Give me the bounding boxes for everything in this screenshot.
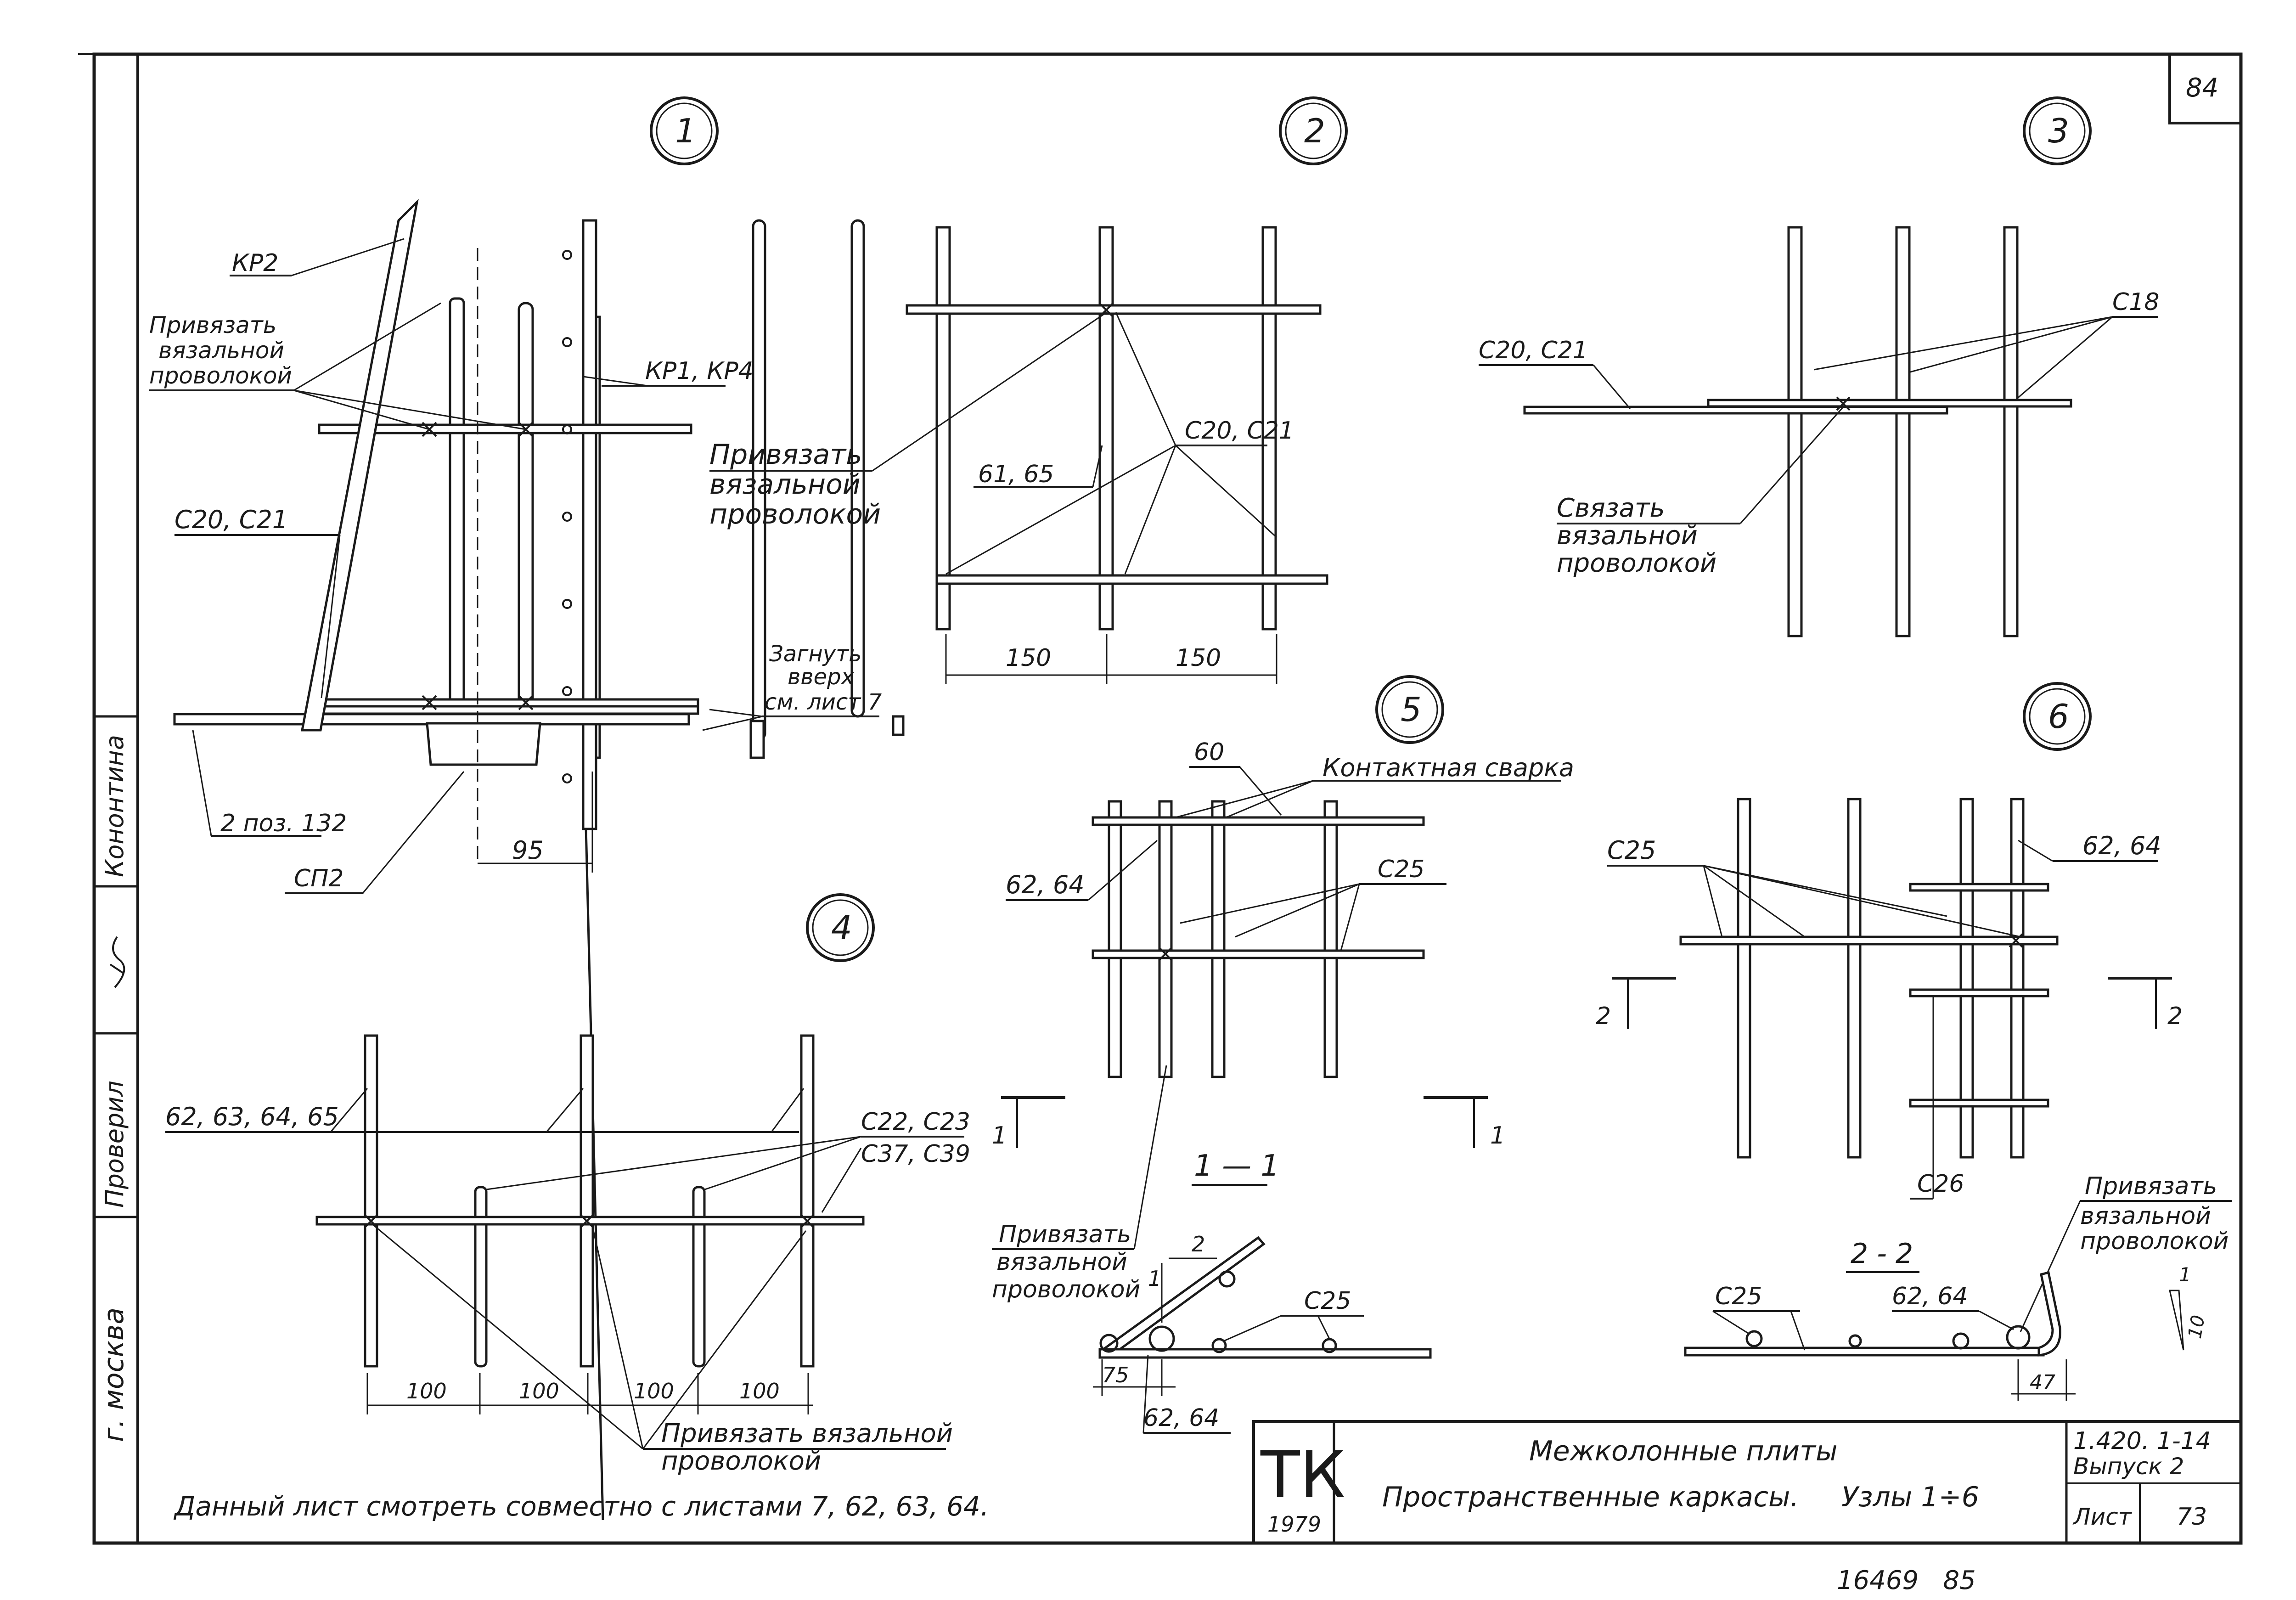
node-4-b: 62, 63, 64, 65 bbox=[165, 1102, 339, 1131]
node-6: 6 С25 62, 64 2 2 С26 2 - 2 Привязать вяз… bbox=[1596, 682, 2232, 1401]
node-3-tie-2: вязальной bbox=[1557, 521, 1698, 551]
node-1-tie-2: вязальной bbox=[158, 337, 284, 364]
node-1-id: 1 bbox=[675, 112, 696, 150]
node-4-dim-3: 100 bbox=[634, 1379, 674, 1403]
node-6-tie-1: Привязать bbox=[2085, 1172, 2217, 1200]
node-4: 4 62, 63, 64, 65 С22, С23 С37, С39 100 1… bbox=[165, 893, 970, 1476]
node-5-dim2: 2 bbox=[1192, 1232, 1205, 1256]
node-6-cut-right: 2 bbox=[2167, 1003, 2183, 1030]
node-5-b: 62, 64 bbox=[1006, 870, 1085, 899]
node-6-cut-left: 2 bbox=[1596, 1003, 1611, 1030]
node-5-cut-left: 1 bbox=[992, 1122, 1007, 1149]
node-4-id: 4 bbox=[831, 908, 852, 947]
title-line2: Пространственные каркасы. bbox=[1382, 1481, 1799, 1513]
stamp-city: г. москва bbox=[98, 1307, 130, 1442]
node-6-c25: С25 bbox=[1607, 836, 1656, 865]
node-6-id: 6 bbox=[2048, 697, 2069, 736]
corner-sheet-number: 84 bbox=[2168, 53, 2242, 124]
node-4-c2: С37, С39 bbox=[861, 1140, 970, 1168]
title-sheet-no: 73 bbox=[2177, 1503, 2207, 1531]
node-5-n60: 60 bbox=[1194, 738, 1224, 766]
title-block: ТК 1979 Межколонные плиты Пространственн… bbox=[1252, 1420, 2242, 1544]
node-1-kp: КР1, КР4 bbox=[645, 357, 754, 385]
node-5-tie-1: Привязать bbox=[999, 1221, 1131, 1248]
node-2-tie-3: проволокой bbox=[709, 498, 881, 530]
node-5-cut-right: 1 bbox=[1490, 1122, 1505, 1149]
title-series: 1.420. 1-14 bbox=[2073, 1427, 2211, 1455]
title-nodes: Узлы 1÷6 bbox=[1841, 1481, 1979, 1513]
node-5-weld: Контактная сварка bbox=[1322, 753, 1574, 782]
node-4-tie-2: проволокой bbox=[661, 1446, 821, 1476]
node-1-tie-3: проволокой bbox=[149, 362, 292, 389]
node-3-c: С20, С21 bbox=[1479, 337, 1588, 364]
node-1-pos: 2 поз. 132 bbox=[220, 810, 347, 837]
stamp-checked: Проверил bbox=[100, 1081, 129, 1208]
node-6-c26: С26 bbox=[1917, 1170, 1964, 1198]
handwritten-mark: 16469 85 bbox=[1837, 1566, 1976, 1595]
node-2-tie-2: вязальной bbox=[709, 468, 861, 501]
node-1-dim: 95 bbox=[512, 836, 544, 865]
node-4-dim-2: 100 bbox=[519, 1379, 559, 1403]
node-4-c1: С22, С23 bbox=[861, 1108, 970, 1136]
node-6-b: 62, 64 bbox=[2082, 831, 2161, 860]
node-1-sp: СП2 bbox=[294, 865, 344, 892]
node-4-tie-1: Привязать вязальной bbox=[661, 1419, 953, 1448]
node-1-bend-2: вверх bbox=[788, 664, 855, 690]
node-5-tie-3: проволокой bbox=[992, 1276, 1140, 1303]
node-1-studs bbox=[562, 250, 572, 783]
node-5: 5 60 Контактная сварка 62, 64 С25 1 1 1 … bbox=[992, 675, 1574, 1434]
node-1: 1 95 КР2 Привяза bbox=[149, 96, 905, 1521]
node-6-c25-sec: С25 bbox=[1715, 1283, 1762, 1310]
node-5-b2: 62, 64 bbox=[1143, 1404, 1219, 1432]
outer-frame bbox=[92, 52, 2243, 1545]
node-2-id: 2 bbox=[1304, 112, 1325, 150]
node-2: 2 Привязать вязальной проволокой 61, 65 … bbox=[709, 96, 1348, 684]
node-5-id: 5 bbox=[1401, 690, 1422, 729]
node-5-tie-2: вязальной bbox=[996, 1248, 1127, 1276]
node-6-tie-3: проволокой bbox=[2080, 1228, 2228, 1255]
node-1-kp2: КР2 bbox=[232, 249, 278, 277]
node-5-c25: С25 bbox=[1378, 856, 1424, 883]
node-3-tie-3: проволокой bbox=[1557, 548, 1716, 578]
node-2-dim2: 150 bbox=[1176, 644, 1221, 672]
node-1-bend-3: см. лист 7 bbox=[765, 689, 882, 715]
node-6-slope1: 1 bbox=[2179, 1263, 2191, 1286]
node-4-dim-1: 100 bbox=[406, 1379, 447, 1403]
node-6-dim47: 47 bbox=[2030, 1371, 2055, 1394]
node-2-tie-1: Привязать bbox=[709, 439, 862, 471]
bottom-note: Данный лист смотреть совместно с листами… bbox=[173, 1491, 989, 1522]
title-year: 1979 bbox=[1267, 1512, 1321, 1537]
node-2-b: 61, 65 bbox=[978, 461, 1054, 488]
node-3-c18: С18 bbox=[2112, 288, 2159, 316]
node-5-section: 1 — 1 bbox=[1194, 1149, 1279, 1183]
node-2-c: С20, С21 bbox=[1185, 417, 1294, 445]
tk-logo: ТК bbox=[1260, 1438, 1345, 1513]
node-6-slope10: 10 bbox=[2184, 1313, 2209, 1340]
title-issue: Выпуск 2 bbox=[2073, 1453, 2184, 1480]
node-4-dim-4: 100 bbox=[739, 1379, 780, 1403]
stamp-norm: Кононтина bbox=[100, 735, 129, 877]
node-6-b-sec: 62, 64 bbox=[1892, 1283, 1968, 1310]
node-3-tie-1: Связать bbox=[1557, 493, 1665, 523]
side-stamp: Кононтина Проверил г. москва bbox=[94, 715, 138, 1442]
node-1-tie-1: Привязать bbox=[149, 312, 276, 338]
title-line1: Межколонные плиты bbox=[1529, 1435, 1837, 1467]
node-1-c: С20, С21 bbox=[174, 505, 288, 534]
node-5-dim75: 75 bbox=[1102, 1363, 1129, 1387]
corner-number-text: 84 bbox=[2186, 73, 2218, 103]
node-5-c25-sec: С25 bbox=[1304, 1287, 1351, 1315]
node-6-section: 2 - 2 bbox=[1851, 1238, 1913, 1270]
node-1-bend-1: Загнуть bbox=[769, 641, 861, 667]
node-6-tie-2: вязальной bbox=[2080, 1202, 2211, 1230]
node-3: 3 С18 С20, С21 Связать вязальной проволо… bbox=[1479, 96, 2159, 637]
title-sheet-label: Лист bbox=[2072, 1504, 2133, 1530]
node-2-dim1: 150 bbox=[1006, 644, 1051, 672]
node-3-id: 3 bbox=[2048, 112, 2069, 150]
node-5-dim1: 1 bbox=[1148, 1266, 1161, 1291]
